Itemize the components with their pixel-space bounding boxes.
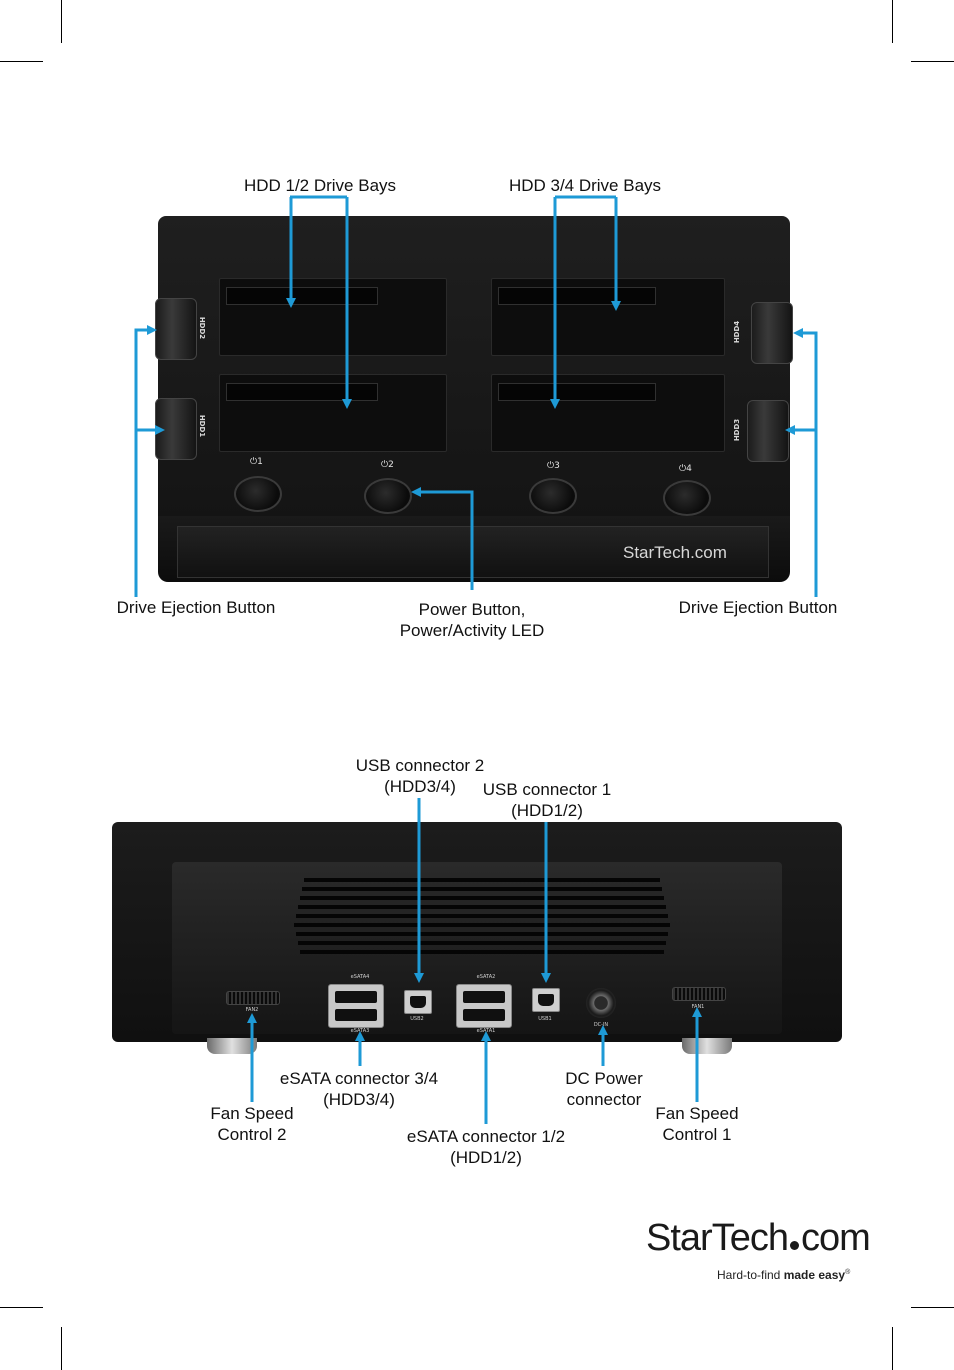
- label-usb1-line1: USB connector 1: [482, 780, 612, 799]
- drive-bay-hdd3[interactable]: [491, 374, 725, 452]
- esata4-label: eSATA4: [350, 974, 370, 980]
- esata2-label: eSATA2: [476, 974, 496, 980]
- rear-foot-left: [207, 1038, 257, 1054]
- eject-button-hdd3[interactable]: [747, 400, 789, 462]
- drive-bay-hdd2[interactable]: [219, 278, 447, 356]
- logo-tagline: Hard-to-find made easy®: [717, 1268, 851, 1282]
- label-hdd12-bays: HDD 1/2 Drive Bays: [243, 176, 397, 195]
- label-esata34-line2: (HDD3/4): [323, 1090, 395, 1109]
- power-button-3[interactable]: [529, 478, 577, 514]
- crop-mark: [61, 1327, 62, 1370]
- label-fan1-line2: Control 1: [662, 1125, 732, 1144]
- esata-12-port[interactable]: [456, 984, 512, 1028]
- label-eject-right: Drive Ejection Button: [678, 598, 838, 617]
- usb2-label: USB2: [410, 1016, 424, 1022]
- label-dc-line2: connector: [566, 1090, 642, 1109]
- dock-body: [158, 216, 790, 526]
- rear-callout-arrows: [247, 798, 702, 1124]
- crop-mark: [892, 0, 893, 43]
- crop-mark: [0, 61, 43, 62]
- fan2-dial[interactable]: [226, 991, 280, 1005]
- rear-dock-photo: FAN2 eSATA4 eSATA3 USB2 eSATA2 eSATA1 US…: [112, 822, 842, 1062]
- power-label-1: ⏻1: [250, 457, 263, 467]
- drive-bay-hdd4[interactable]: [491, 278, 725, 356]
- label-fan2-line1: Fan Speed: [210, 1104, 294, 1123]
- label-dc-line1: DC Power: [565, 1069, 643, 1088]
- label-power-led: Power/Activity LED: [399, 621, 545, 640]
- label-hdd34-bays: HDD 3/4 Drive Bays: [508, 176, 662, 195]
- rear-foot-right: [682, 1038, 732, 1054]
- eject-button-hdd4[interactable]: [751, 302, 793, 364]
- crop-mark: [0, 1307, 43, 1308]
- esata-34-port[interactable]: [328, 984, 384, 1028]
- crop-mark: [911, 1307, 954, 1308]
- front-callout-arrows: [134, 195, 818, 597]
- label-esata12-line2: (HDD1/2): [450, 1148, 522, 1167]
- fan1-dial[interactable]: [672, 987, 726, 1001]
- label-usb2-line1: USB connector 2: [355, 756, 485, 775]
- label-fan2-line2: Control 2: [217, 1125, 287, 1144]
- label-usb1-line2: (HDD1/2): [511, 801, 583, 820]
- crop-mark: [892, 1327, 893, 1370]
- power-label-2: ⏻2: [381, 460, 394, 470]
- power-button-4[interactable]: [663, 480, 711, 516]
- vent-grille: [292, 874, 672, 964]
- label-usb2-line2: (HDD3/4): [384, 777, 456, 796]
- fan2-label: FAN2: [245, 1007, 259, 1013]
- dc-power-jack[interactable]: [586, 988, 616, 1018]
- label-fan1-line1: Fan Speed: [655, 1104, 739, 1123]
- label-esata34-line1: eSATA connector 3/4: [279, 1069, 439, 1088]
- power-label-3: ⏻3: [547, 461, 560, 471]
- brand-on-device: StarTech.com: [623, 543, 727, 562]
- usb1-label: USB1: [538, 1016, 552, 1022]
- crop-mark: [911, 61, 954, 62]
- usb-port-2[interactable]: [404, 990, 432, 1014]
- usb-port-1[interactable]: [532, 988, 560, 1012]
- label-esata12-line1: eSATA connector 1/2: [406, 1127, 566, 1146]
- power-label-4: ⏻4: [679, 464, 692, 474]
- label-power-button: Power Button,: [418, 600, 526, 619]
- label-eject-left: Drive Ejection Button: [116, 598, 276, 617]
- front-dock-photo: StarTech.com HDD2 HDD1 HDD4 HDD3 ⏻1 ⏻2 ⏻…: [155, 216, 793, 582]
- drive-bay-hdd1[interactable]: [219, 374, 447, 452]
- crop-mark: [61, 0, 62, 43]
- power-button-1[interactable]: [234, 476, 282, 512]
